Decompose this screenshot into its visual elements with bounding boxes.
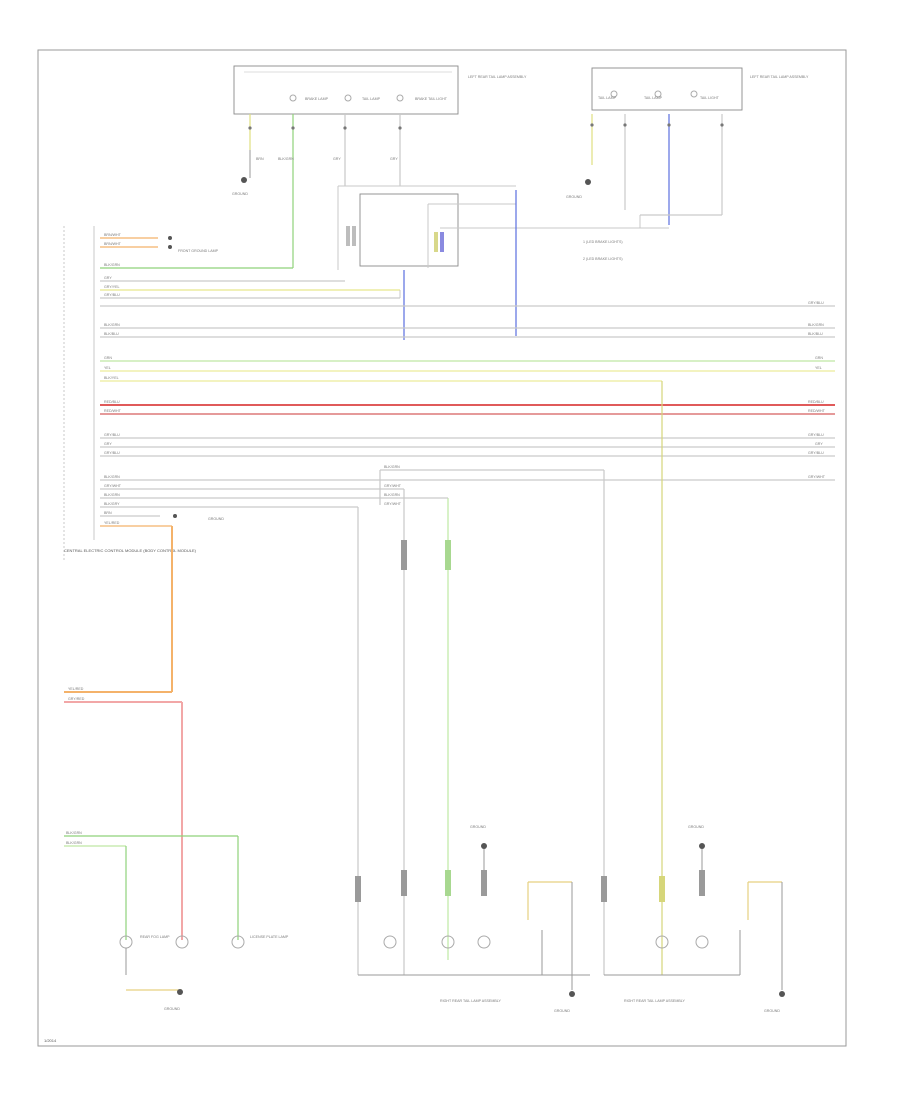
lamp-bulb-2: TAIL LAMP xyxy=(362,97,381,101)
svg-text:GRY/BLU: GRY/BLU xyxy=(104,433,120,437)
svg-text:BLK/YEL: BLK/YEL xyxy=(104,376,119,380)
rlamp-bulb-2: TAIL LAMP xyxy=(644,96,663,100)
svg-text:GRY: GRY xyxy=(390,157,398,161)
svg-text:GRY: GRY xyxy=(104,442,112,446)
fog-lamp-label: REAR FOG LAMP xyxy=(140,935,170,939)
legend: 1 (LED BRAKE LIGHTS) 2 (LED BRAKE LIGHTS… xyxy=(583,240,623,261)
svg-text:BLK/GRN: BLK/GRN xyxy=(66,831,82,835)
svg-text:YEL/RED: YEL/RED xyxy=(104,521,120,525)
svg-text:GRY/BLU: GRY/BLU xyxy=(808,451,824,455)
svg-text:RED/BLU: RED/BLU xyxy=(104,400,120,404)
svg-text:BLK/GRN: BLK/GRN xyxy=(104,493,120,497)
svg-text:BLK/BLU: BLK/BLU xyxy=(808,332,823,336)
svg-text:GRY/BLU: GRY/BLU xyxy=(808,433,824,437)
svg-text:GRY/WHT: GRY/WHT xyxy=(384,484,402,488)
svg-text:GRY/YEL: GRY/YEL xyxy=(104,285,120,289)
svg-text:GRY/RED: GRY/RED xyxy=(68,697,85,701)
svg-text:LICENSE PLATE LAMP: LICENSE PLATE LAMP xyxy=(250,935,289,939)
svg-text:1 (LED BRAKE LIGHTS): 1 (LED BRAKE LIGHTS) xyxy=(583,240,623,244)
lamp-bulb-3: BRAKE TAIL LIGHT xyxy=(415,97,448,101)
rear-left-center-label: RIGHT REAR TAIL LAMP ASSEMBLY xyxy=(440,999,501,1003)
svg-text:GRN: GRN xyxy=(104,356,112,360)
svg-text:BLK/GRN: BLK/GRN xyxy=(384,493,400,497)
wire-labels-left: BRN/WHT BRN/WHT BLK/GRN GRY GRY/YEL GRY/… xyxy=(104,233,122,525)
splice-box xyxy=(337,185,669,270)
svg-text:BLK/GRN: BLK/GRN xyxy=(104,263,120,267)
rlamp-bulb-1: TAIL LAMP xyxy=(598,96,617,100)
diagram-frame xyxy=(37,49,847,1047)
bottom-center-assembly: GROUND GROUND RIGHT REAR TAIL LAMP ASSEM… xyxy=(355,825,590,1013)
svg-text:GROUND: GROUND xyxy=(470,825,486,829)
svg-text:GRY/WHT: GRY/WHT xyxy=(808,475,826,479)
svg-text:FRONT GROUND LAMP: FRONT GROUND LAMP xyxy=(178,249,219,253)
lamp-bulb-1: BRAKE LAMP xyxy=(305,97,329,101)
right-lamp-title: LEFT REAR TAIL LAMP ASSEMBLY xyxy=(750,75,809,79)
svg-text:YEL/RED: YEL/RED xyxy=(68,687,84,691)
svg-text:GROUND: GROUND xyxy=(208,517,224,521)
top-right-drop-wires: GROUND xyxy=(566,114,724,225)
svg-text:GROUND: GROUND xyxy=(688,825,704,829)
svg-text:BLK/GRN: BLK/GRN xyxy=(278,157,294,161)
harness-wires: FRONT GROUND LAMP GROUND xyxy=(100,236,835,527)
svg-text:RED/WHT: RED/WHT xyxy=(104,409,122,413)
svg-text:BLK/GRN: BLK/GRN xyxy=(104,475,120,479)
svg-text:BLK/GRN: BLK/GRN xyxy=(384,465,400,469)
svg-text:BRN/WHT: BRN/WHT xyxy=(104,242,122,246)
svg-text:BLK/GRY: BLK/GRY xyxy=(104,502,120,506)
svg-text:GRY/WHT: GRY/WHT xyxy=(104,484,122,488)
ground-top-left: GROUND xyxy=(232,150,251,196)
svg-text:GRY/BLU: GRY/BLU xyxy=(104,293,120,297)
left-lamp-title: LEFT REAR TAIL LAMP ASSEMBLY xyxy=(468,75,527,79)
rear-left-lamps: BLK/GRN BLK/GRN GROUND REAR FOG LAMP LIC… xyxy=(64,831,289,1011)
svg-text:RED/WHT: RED/WHT xyxy=(808,409,826,413)
svg-text:BLK/GRN: BLK/GRN xyxy=(104,323,120,327)
svg-text:GRY: GRY xyxy=(104,276,112,280)
module-label: CENTRAL ELECTRIC CONTROL MODULE (BODY CO… xyxy=(64,548,197,553)
rear-right-center-label: RIGHT REAR TAIL LAMP ASSEMBLY xyxy=(624,999,685,1003)
right-rear-lamp-assembly: TAIL LAMP TAIL LAMP TAIL LIGHT LEFT REAR… xyxy=(591,67,809,111)
svg-text:GRY/WHT: GRY/WHT xyxy=(384,502,402,506)
svg-text:YEL: YEL xyxy=(815,366,822,370)
svg-text:BRN/WHT: BRN/WHT xyxy=(104,233,122,237)
svg-text:YEL: YEL xyxy=(104,366,111,370)
svg-text:GRY/BLU: GRY/BLU xyxy=(104,451,120,455)
svg-text:BLK/GRN: BLK/GRN xyxy=(66,841,82,845)
svg-text:BLK/BLU: BLK/BLU xyxy=(104,332,119,336)
svg-text:GROUND: GROUND xyxy=(764,1009,780,1013)
svg-text:BLK/GRN: BLK/GRN xyxy=(808,323,824,327)
wire-labels-right: GRY/BLU BLK/GRN BLK/BLU GRN YEL RED/BLU … xyxy=(808,301,826,479)
svg-text:GRY: GRY xyxy=(815,442,823,446)
svg-text:GROUND: GROUND xyxy=(566,195,582,199)
svg-text:GROUND: GROUND xyxy=(164,1007,180,1011)
top-left-drop-wires: BRN BLK/GRN GRY GRY xyxy=(248,114,402,268)
svg-text:GROUND: GROUND xyxy=(232,192,248,196)
svg-text:BRN: BRN xyxy=(256,157,264,161)
svg-text:GROUND: GROUND xyxy=(554,1009,570,1013)
control-module-connector xyxy=(63,226,95,560)
svg-text:RED/BLU: RED/BLU xyxy=(808,400,824,404)
svg-text:GRN: GRN xyxy=(815,356,823,360)
rlamp-bulb-3: TAIL LIGHT xyxy=(700,96,720,100)
svg-text:BRN: BRN xyxy=(104,511,112,515)
left-rear-lamp-assembly: BRAKE LAMP TAIL LAMP BRAKE TAIL LIGHT LE… xyxy=(233,65,527,115)
bottom-right-assembly: GROUND GROUND RIGHT REAR TAIL LAMP ASSEM… xyxy=(601,825,785,1013)
svg-text:GRY: GRY xyxy=(333,157,341,161)
svg-text:2 (LED BRAKE LIGHTS): 2 (LED BRAKE LIGHTS) xyxy=(583,257,623,261)
page-footer: 1/2014 xyxy=(44,1038,57,1043)
svg-text:GRY/BLU: GRY/BLU xyxy=(808,301,824,305)
